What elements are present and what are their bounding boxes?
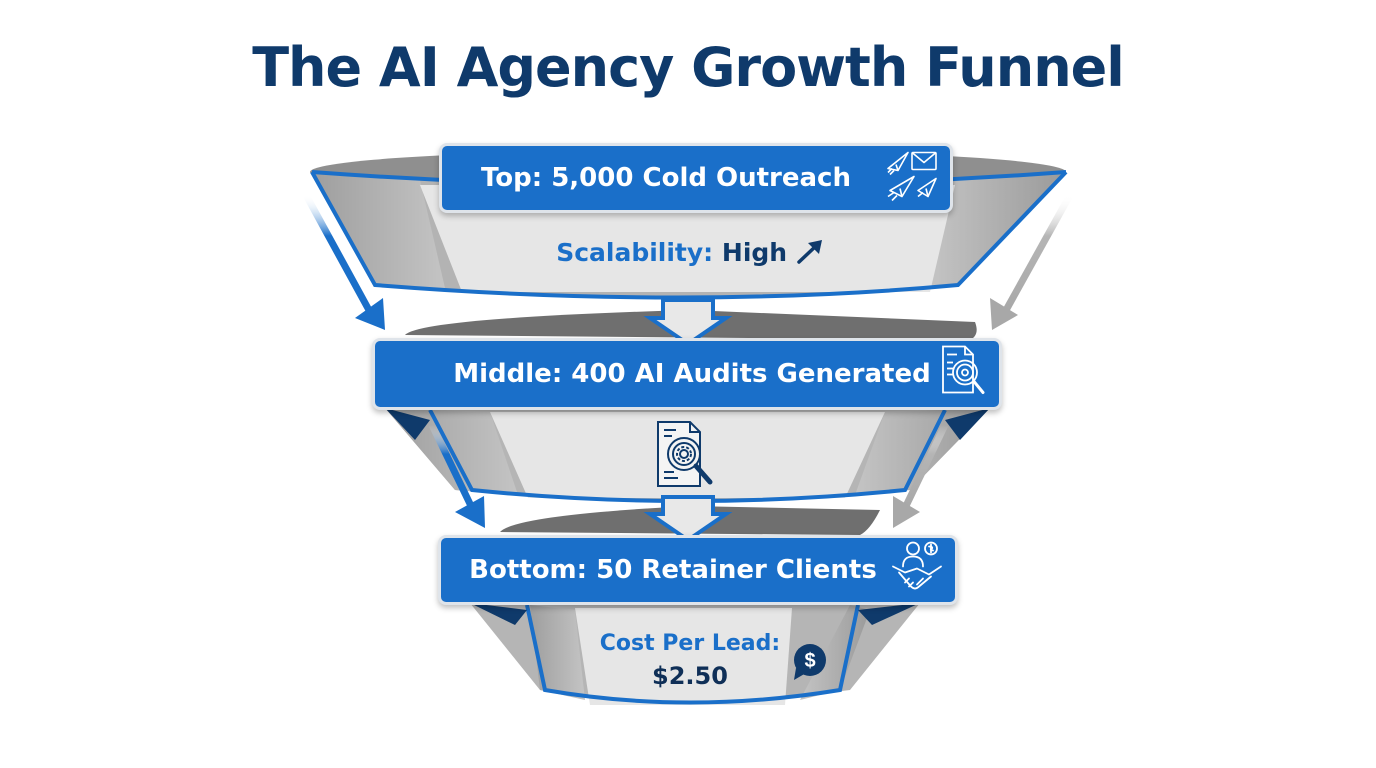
- stage-label-middle: Middle: 400 AI Audits Generated: [453, 359, 931, 389]
- page-title: The AI Agency Growth Funnel: [252, 36, 1125, 99]
- dollar-chat-bubble-icon: $: [790, 642, 828, 687]
- svg-text:$: $: [804, 650, 815, 672]
- scalability-key: Scalability:: [556, 238, 714, 267]
- flow-arrow-middle-to-bottom: [643, 495, 733, 543]
- cost-per-lead-key: Cost Per Lead:: [599, 631, 781, 656]
- audit-document-magnifier-icon: [652, 420, 722, 495]
- handshake-client-icon: [889, 539, 945, 602]
- side-arrow-left-top: [302, 193, 385, 330]
- scalability-value: High: [721, 238, 788, 267]
- cost-per-lead-metric: Cost Per Lead: $2.50: [580, 628, 800, 692]
- side-arrow-right-middle: [893, 423, 949, 528]
- stage-banner-bottom: Bottom: 50 Retainer Clients: [438, 535, 958, 605]
- side-arrow-right-top: [990, 193, 1074, 330]
- stage-banner-top: Top: 5,000 Cold Outreach: [439, 143, 953, 213]
- stage-label-top: Top: 5,000 Cold Outreach: [481, 163, 851, 193]
- stage-banner-middle: Middle: 400 AI Audits Generated: [372, 338, 1002, 410]
- audit-document-magnifier-icon: [937, 343, 989, 406]
- paper-plane-email-icon: [884, 147, 940, 210]
- scalability-metric: Scalability: High: [540, 238, 840, 267]
- flow-arrow-top-to-middle: [643, 298, 733, 347]
- side-arrow-left-middle: [428, 423, 485, 528]
- trend-up-arrow-icon: [797, 240, 822, 264]
- funnel-tier-bottom: [470, 603, 920, 705]
- cost-per-lead-value: $2.50: [652, 662, 728, 690]
- stage-label-bottom: Bottom: 50 Retainer Clients: [469, 555, 877, 585]
